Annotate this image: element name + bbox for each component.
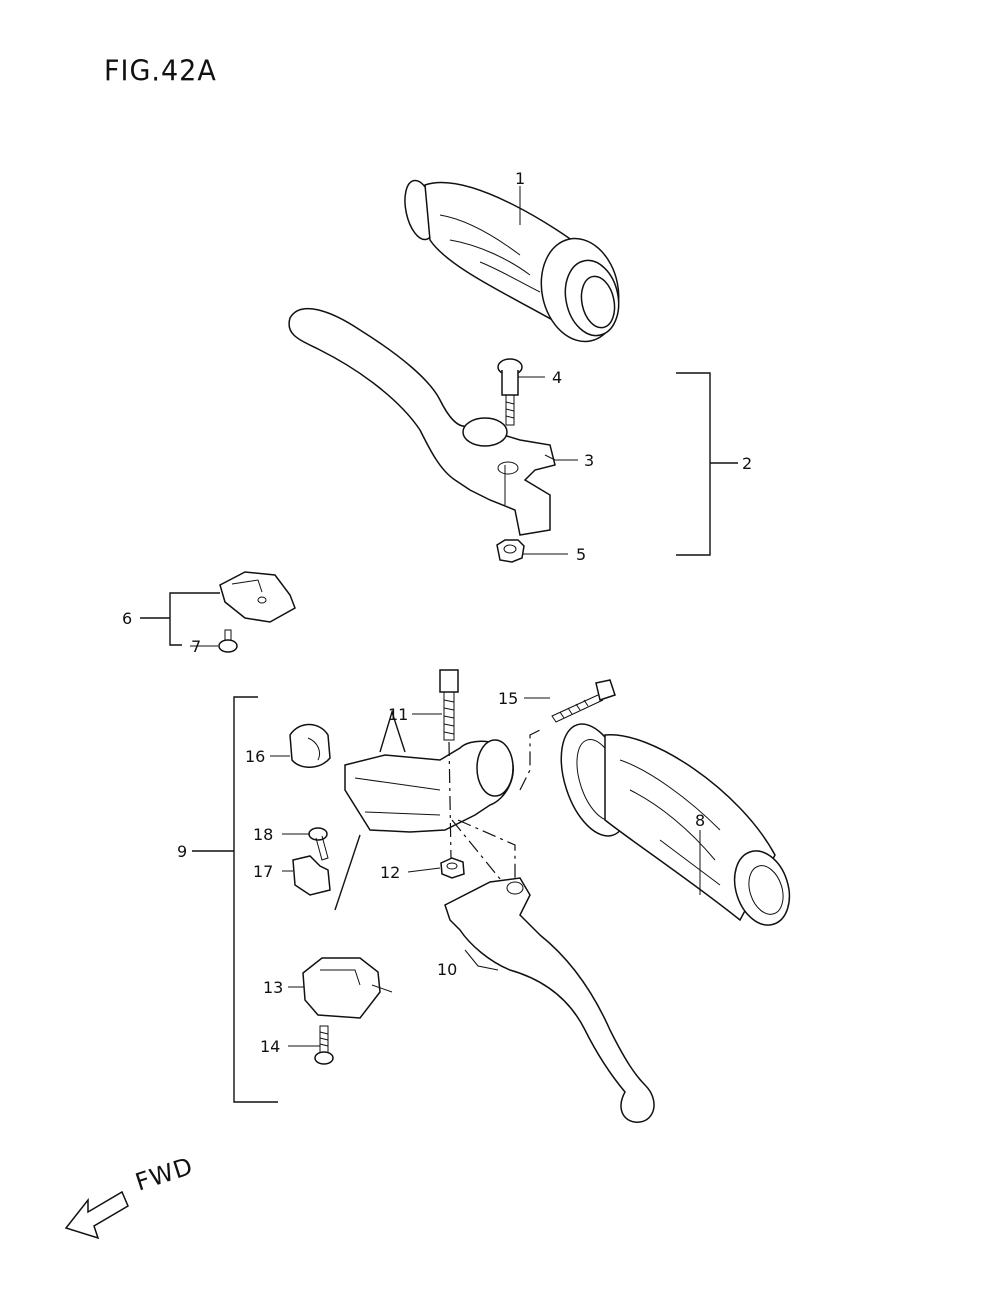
bracket-assembly-9 (192, 696, 278, 1103)
part-3-lever-bracket (288, 307, 556, 536)
callout-leaders (190, 186, 701, 1047)
part-8-left-grip (560, 723, 791, 926)
callout-7: 7 (191, 637, 201, 656)
callout-6: 6 (122, 609, 132, 628)
bracket-6 (140, 592, 220, 646)
callout-17: 17 (253, 862, 273, 881)
callout-1: 1 (515, 169, 525, 188)
callout-11: 11 (388, 705, 408, 724)
part-4-pivot-bolt (497, 358, 523, 426)
bracket-assembly-2 (676, 372, 738, 556)
part-17-switch-plate (292, 834, 361, 911)
part-16-clamp-cover (289, 723, 331, 768)
callout-12: 12 (380, 863, 400, 882)
callout-labels: 1 2 3 4 5 6 7 8 9 10 11 12 13 14 15 16 1… (122, 169, 752, 1056)
forward-arrow-icon (64, 1190, 129, 1240)
callout-8: 8 (695, 811, 705, 830)
callout-5: 5 (576, 545, 586, 564)
part-9-lever-holder (344, 709, 514, 833)
callout-3: 3 (584, 451, 594, 470)
part-11-bolt (439, 669, 459, 741)
callout-14: 14 (260, 1037, 280, 1056)
part-6-switch (219, 571, 296, 623)
callout-9: 9 (177, 842, 187, 861)
callout-10: 10 (437, 960, 457, 979)
callout-13: 13 (263, 978, 283, 997)
part-14-screw (314, 1025, 334, 1065)
part-5-nut (496, 539, 525, 563)
part-15-bolt (551, 679, 616, 723)
part-13-switch (302, 957, 393, 1019)
part-10-clutch-lever (444, 877, 655, 1123)
part-18-screw (308, 827, 329, 861)
part-7-screw (218, 629, 238, 653)
callout-2: 2 (742, 454, 752, 473)
callout-18: 18 (253, 825, 273, 844)
callout-15: 15 (498, 689, 518, 708)
part-1-throttle-grip (404, 179, 620, 343)
assembly-lines (448, 729, 541, 886)
figure-title: FIG.42A (104, 55, 217, 88)
part-12-nut (440, 857, 465, 879)
callout-16: 16 (245, 747, 265, 766)
callout-4: 4 (552, 368, 562, 387)
